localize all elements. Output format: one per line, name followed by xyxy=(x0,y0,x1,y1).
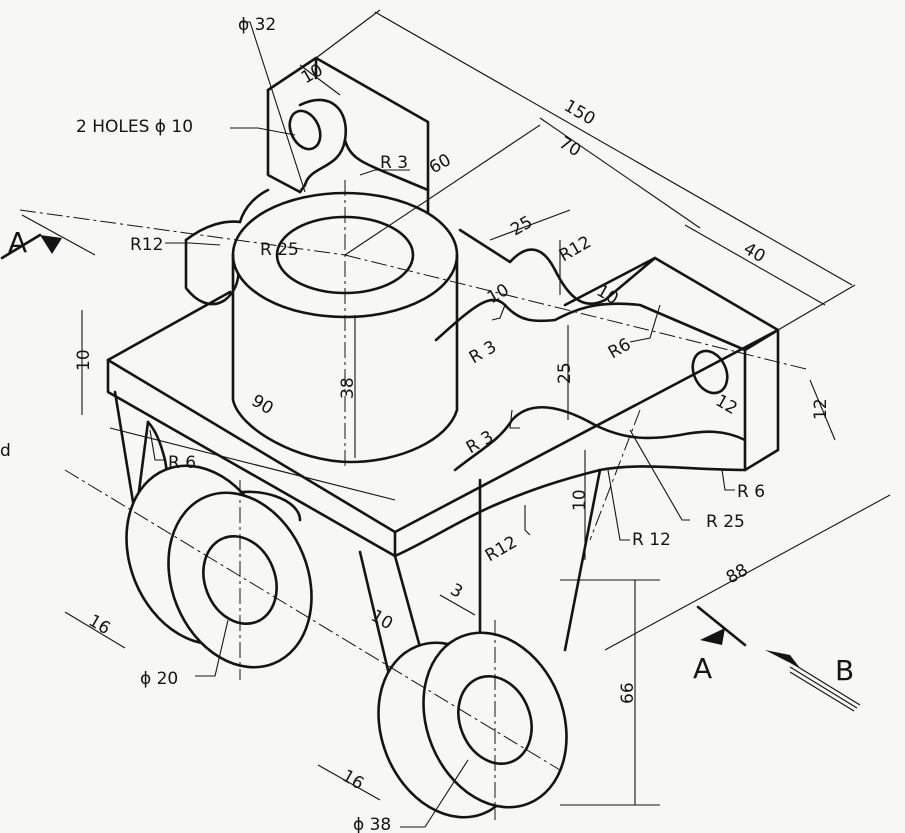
dim-10-e: 10 xyxy=(367,606,396,634)
edge-text: d xyxy=(0,441,11,461)
dim-12: 12 xyxy=(811,398,831,420)
dim-16-left: 16 xyxy=(85,611,114,639)
dim-25: 25 xyxy=(555,362,575,384)
dim-12-lug: 12 xyxy=(712,391,741,419)
section-label-a-right: A xyxy=(693,652,712,685)
dim-10-d: 10 xyxy=(570,489,590,511)
view-label-b: B xyxy=(835,654,854,687)
dim-3: 3 xyxy=(447,580,466,603)
callout-r12-mid: R12 xyxy=(556,232,595,266)
dim-10-a: 10 xyxy=(484,280,513,308)
callout-phi20: ϕ 20 xyxy=(140,669,178,689)
section-label-a-left: A xyxy=(8,226,27,259)
dim-70: 70 xyxy=(555,133,584,161)
callout-r25: R 25 xyxy=(260,240,299,260)
callout-r3-top: R 3 xyxy=(380,153,408,173)
dim-150: 150 xyxy=(560,96,598,130)
section-arrow-a-right xyxy=(696,605,747,647)
callout-holes: 2 HOLES ϕ 10 xyxy=(76,117,193,137)
callout-phi38: ϕ 38 xyxy=(353,815,391,833)
callout-r6-left: R 6 xyxy=(168,453,196,473)
dim-66: 66 xyxy=(618,682,638,704)
center-lines xyxy=(19,180,811,820)
callout-r12-bottom: R12 xyxy=(482,532,521,566)
section-arrow-a-left xyxy=(0,214,96,260)
callout-r25-low: R 25 xyxy=(706,512,745,532)
view-arrow-b xyxy=(765,650,861,712)
dim-40: 40 xyxy=(740,239,769,267)
dimension-lines xyxy=(64,9,891,806)
dim-38: 38 xyxy=(338,377,358,399)
callout-r6-right: R6 xyxy=(605,335,635,364)
dim-10-c: 10 xyxy=(74,349,94,371)
callout-r6-lug: R 6 xyxy=(737,482,765,502)
dim-10-top: 10 xyxy=(298,60,327,88)
callout-r3-mid: R 3 xyxy=(466,337,500,368)
dim-90: 90 xyxy=(248,391,277,419)
callout-phi32: ϕ 32 xyxy=(238,15,276,35)
leaders xyxy=(149,21,735,828)
callout-r12-low: R 12 xyxy=(632,530,671,550)
callout-r12-left: R12 xyxy=(130,235,163,255)
dim-60: 60 xyxy=(426,150,455,178)
callout-r3-low: R 3 xyxy=(463,427,497,458)
dim-25-top: 25 xyxy=(507,212,536,240)
